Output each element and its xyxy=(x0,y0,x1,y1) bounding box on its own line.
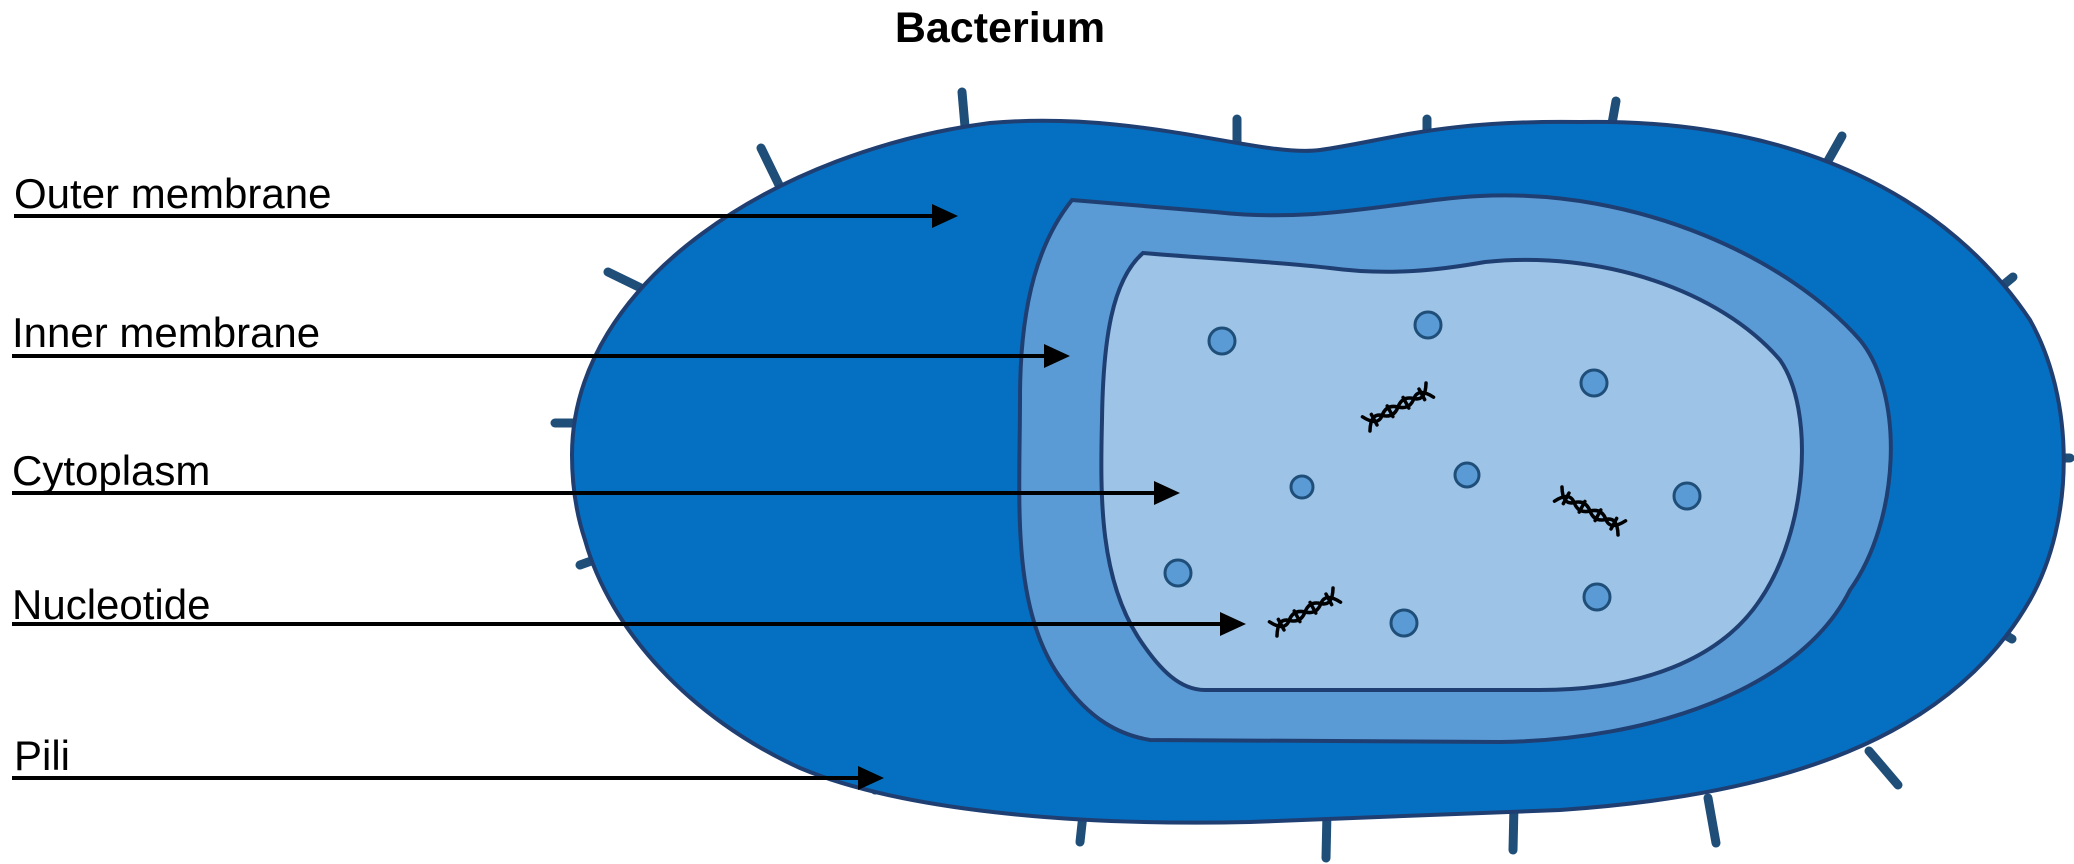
circle-icon xyxy=(1165,560,1191,586)
label-text: Outer membrane xyxy=(14,170,331,217)
label-text: Nucleotide xyxy=(12,581,210,628)
circle-icon xyxy=(1674,483,1700,509)
diagram-title: Bacterium xyxy=(895,4,1105,52)
label-text: Pili xyxy=(14,732,70,779)
pilus xyxy=(761,148,780,187)
circle-icon xyxy=(1391,610,1417,636)
pilus xyxy=(1708,798,1716,843)
circle-icon xyxy=(1291,476,1313,498)
circle-icon xyxy=(1455,463,1479,487)
label-text: Cytoplasm xyxy=(12,447,210,494)
circle-icon xyxy=(1415,312,1441,338)
circle-icon xyxy=(1209,328,1235,354)
pilus xyxy=(1869,751,1898,785)
circle-icon xyxy=(1584,584,1610,610)
label-text: Inner membrane xyxy=(12,309,320,356)
circle-icon xyxy=(1581,370,1607,396)
